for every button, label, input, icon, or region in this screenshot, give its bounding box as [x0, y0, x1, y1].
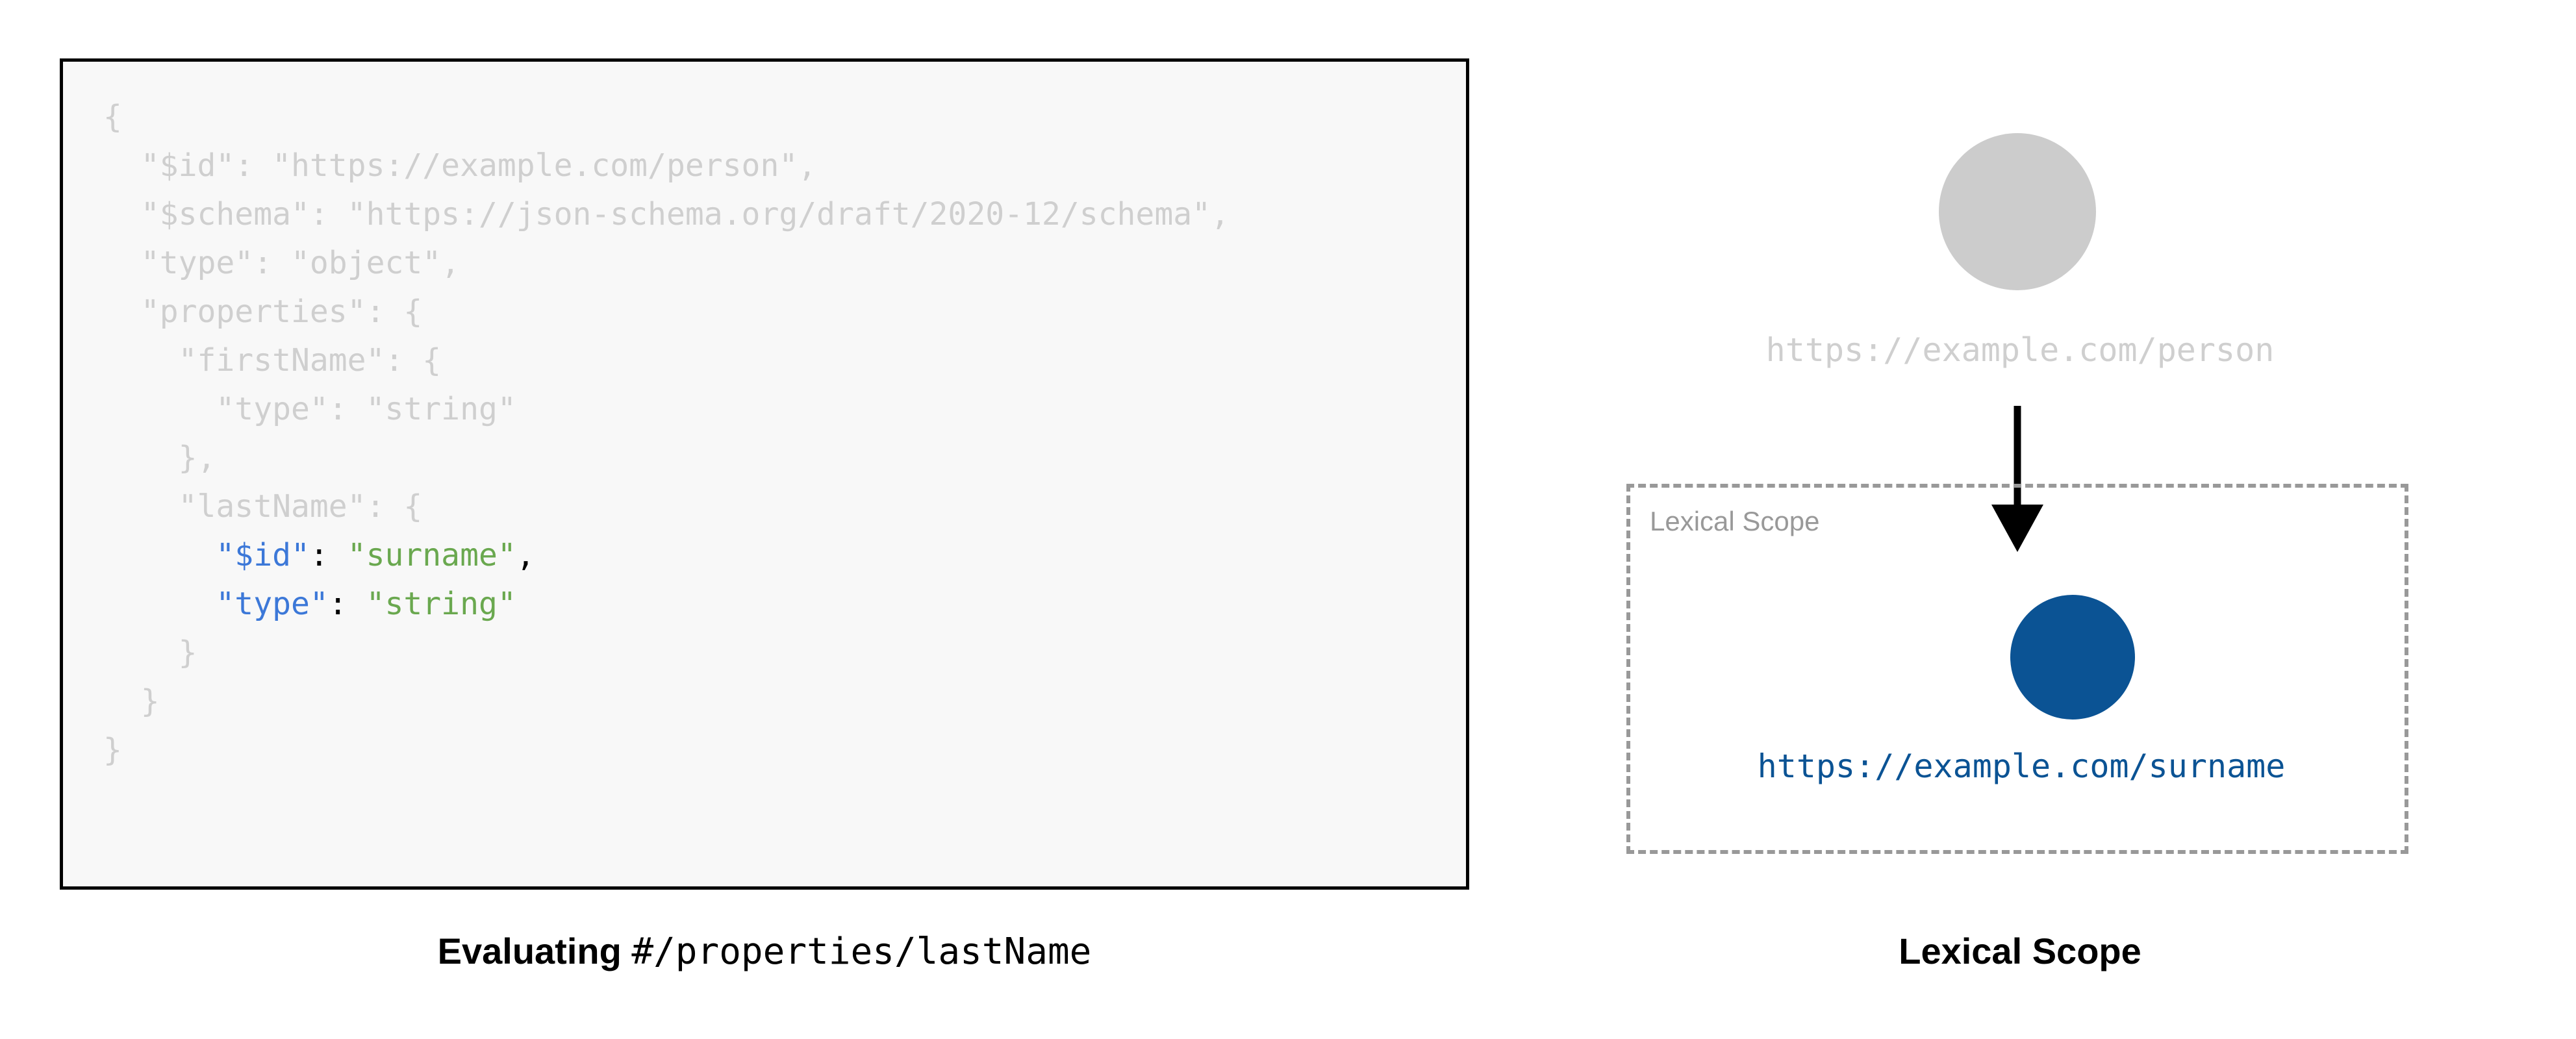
right-caption: Lexical Scope: [1899, 931, 2141, 971]
child-node-circle: [2010, 595, 2135, 720]
code-token: "$id": [216, 537, 310, 573]
code-token: "type": [216, 586, 329, 622]
code-line: }: [103, 629, 1230, 677]
code-line: "lastName": {: [103, 482, 1230, 531]
code-line: "type": "string": [103, 385, 1230, 434]
child-node-label: https://example.com/surname: [1757, 747, 2286, 785]
root-node-label: https://example.com/person: [1765, 331, 2275, 369]
left-caption-pointer-text: #/properties/lastName: [631, 931, 1092, 973]
code-token: "firstName": {: [103, 342, 442, 379]
json-schema-code-panel: { "$id": "https://example.com/person", "…: [60, 58, 1469, 890]
code-line: "firstName": {: [103, 336, 1230, 385]
code-token: {: [103, 99, 122, 135]
code-token: [103, 537, 216, 573]
code-token: "$id": "https://example.com/person",: [103, 147, 817, 184]
code-line: "$id": "surname",: [103, 531, 1230, 580]
lexical-scope-box: Lexical Scope https://example.com/surnam…: [1626, 484, 2408, 854]
code-token: "properties": {: [103, 294, 423, 330]
code-token: "lastName": {: [103, 488, 423, 525]
lexical-scope-diagram: https://example.com/person Lexical Scope…: [1559, 58, 2481, 890]
code-line: "properties": {: [103, 288, 1230, 336]
code-token: "type": "object",: [103, 245, 461, 281]
downward-arrow-icon: [1991, 406, 2043, 552]
code-line: }: [103, 726, 1230, 775]
code-token: "type": "string": [103, 391, 516, 427]
code-token: "surname": [347, 537, 516, 573]
lexical-scope-box-label: Lexical Scope: [1650, 506, 1820, 536]
code-line: {: [103, 93, 1230, 142]
left-caption: Evaluating #/properties/lastName: [60, 930, 1469, 973]
code-line: },: [103, 434, 1230, 482]
code-line: "$id": "https://example.com/person",: [103, 142, 1230, 190]
root-node-circle: [1939, 133, 2096, 290]
json-schema-code-block: { "$id": "https://example.com/person", "…: [103, 93, 1230, 775]
code-token: }: [103, 732, 122, 768]
code-token: "string": [366, 586, 516, 622]
code-token: :: [328, 586, 366, 622]
code-token: }: [103, 683, 160, 720]
code-token: }: [103, 634, 197, 671]
code-token: "$schema": "https://json-schema.org/draf…: [103, 196, 1230, 232]
code-token: },: [103, 440, 216, 476]
code-line: "type": "string": [103, 580, 1230, 629]
code-token: ,: [516, 537, 535, 573]
code-line: "$schema": "https://json-schema.org/draf…: [103, 190, 1230, 239]
code-token: [103, 586, 216, 622]
left-caption-bold-text: Evaluating: [437, 931, 622, 971]
code-token: :: [309, 537, 347, 573]
code-line: "type": "object",: [103, 239, 1230, 288]
code-line: }: [103, 677, 1230, 726]
